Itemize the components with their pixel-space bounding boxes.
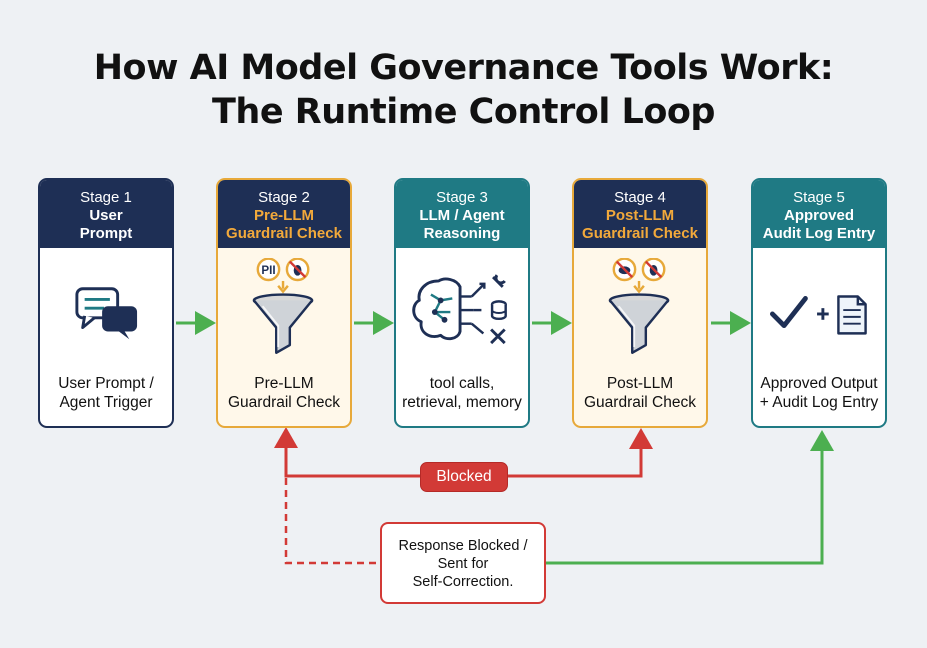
stage-name-line-2: Audit Log Entry	[762, 225, 876, 242]
stage-name-line-1: LLM / Agent	[419, 207, 505, 224]
eye-blocked-icon	[612, 258, 637, 282]
stage-label: Stage 5	[793, 189, 845, 206]
bug-blocked-icon	[641, 258, 666, 282]
stage-name-line-1: Post-LLM	[605, 207, 675, 224]
caption-line-2: retrieval, memory	[402, 394, 522, 411]
stage-caption: Approved Output + Audit Log Entry	[753, 374, 885, 412]
stage-1-header: Stage 1 User Prompt	[40, 180, 172, 248]
stage-3-card: Stage 3 LLM / Agent Reasoning tool calls…	[394, 178, 530, 428]
caption-line-2: + Audit Log Entry	[759, 394, 879, 411]
caption-line-2: Guardrail Check	[584, 394, 696, 411]
stage-3-header: Stage 3 LLM / Agent Reasoning	[396, 180, 528, 248]
stage-name-line-1: User	[89, 207, 123, 224]
stage-2-header: Stage 2 Pre-LLM Guardrail Check	[218, 180, 350, 248]
stage-caption: Pre-LLM Guardrail Check	[218, 374, 350, 412]
caption-line-1: tool calls,	[429, 375, 495, 392]
stage-4-card: Stage 4 Post-LLM Guardrail Check Post-LL…	[572, 178, 708, 428]
stage-name-line-1: Pre-LLM	[254, 207, 314, 224]
stage-1-card: Stage 1 User Prompt User Prompt / Agent …	[38, 178, 174, 428]
bug-blocked-icon	[285, 258, 310, 282]
response-line-3: Self-Correction.	[412, 574, 514, 590]
diagram-title-line-2: The Runtime Control Loop	[212, 92, 715, 132]
filter-funnel-icon	[608, 258, 670, 355]
caption-line-2: Agent Trigger	[59, 394, 153, 411]
stage-name-line-2: Guardrail Check	[582, 225, 698, 242]
stage-5-header: Stage 5 Approved Audit Log Entry	[753, 180, 885, 248]
caption-line-1: Pre-LLM	[254, 375, 314, 392]
caption-line-1: Post-LLM	[606, 375, 674, 392]
caption-line-1: User Prompt /	[58, 375, 154, 392]
diagram-title-line-1: How AI Model Governance Tools Work:	[93, 48, 834, 88]
stage-caption: User Prompt / Agent Trigger	[40, 374, 172, 412]
stage-label: Stage 3	[436, 189, 488, 206]
stage-5-card: Stage 5 Approved Audit Log Entry Approve…	[751, 178, 887, 428]
chat-bubbles-icon	[75, 287, 138, 340]
tools-icon	[490, 328, 506, 345]
stage-name-line-2: Prompt	[79, 225, 133, 242]
response-line-1: Response Blocked /	[398, 538, 528, 554]
filter-funnel-icon: PII	[252, 258, 314, 355]
check-plus-document-icon	[769, 295, 867, 335]
blocked-badge: Blocked	[420, 462, 508, 492]
stage-caption: Post-LLM Guardrail Check	[574, 374, 706, 412]
response-line-2: Sent for	[437, 556, 489, 572]
caption-line-2: Guardrail Check	[228, 394, 340, 411]
caption-line-1: Approved Output	[760, 375, 878, 392]
brain-network-icon	[412, 274, 507, 345]
stage-label: Stage 1	[80, 189, 132, 206]
stage-caption: tool calls, retrieval, memory	[396, 374, 528, 412]
stage-name-line-2: Reasoning	[423, 225, 501, 242]
response-blocked-box: Response Blocked / Sent for Self-Correct…	[380, 522, 546, 604]
pii-badge-text: PII	[261, 264, 275, 277]
wrench-icon	[492, 274, 506, 288]
stage-4-header: Stage 4 Post-LLM Guardrail Check	[574, 180, 706, 248]
database-icon	[490, 300, 507, 321]
stage-name-line-1: Approved	[783, 207, 854, 224]
stage-name-line-2: Guardrail Check	[226, 225, 342, 242]
stage-label: Stage 2	[258, 189, 310, 206]
green-line-to-stage5	[546, 430, 834, 565]
stage-2-card: Stage 2 Pre-LLM Guardrail Check PII Pre-…	[216, 178, 352, 428]
stage-label: Stage 4	[614, 189, 666, 206]
dashed-line-to-response-box	[284, 478, 380, 565]
